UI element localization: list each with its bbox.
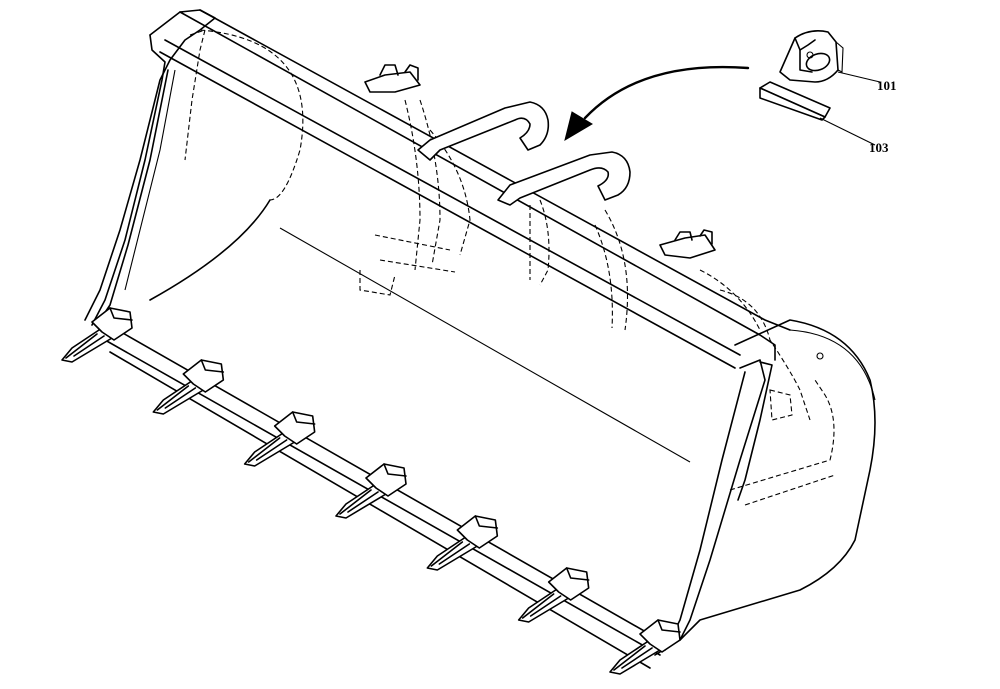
bucket-teeth (61, 307, 681, 675)
left-side-plate (84, 9, 216, 326)
tooth (335, 463, 407, 519)
back-sheet (149, 29, 691, 463)
tooth (61, 307, 133, 363)
rail-brackets (364, 64, 716, 259)
label-103: 103 (869, 140, 889, 155)
mounting-hooks (417, 101, 631, 206)
label-101: 101 (877, 78, 897, 93)
part-103-shape (759, 81, 876, 146)
tooth (609, 619, 681, 675)
right-side-plate (654, 289, 876, 656)
part-101-shape (779, 30, 881, 83)
top-rail (159, 9, 791, 369)
tooth (243, 411, 316, 467)
tooth (426, 515, 499, 571)
insertion-arrow (564, 65, 750, 142)
tooth (517, 567, 590, 623)
tooth (152, 359, 225, 415)
